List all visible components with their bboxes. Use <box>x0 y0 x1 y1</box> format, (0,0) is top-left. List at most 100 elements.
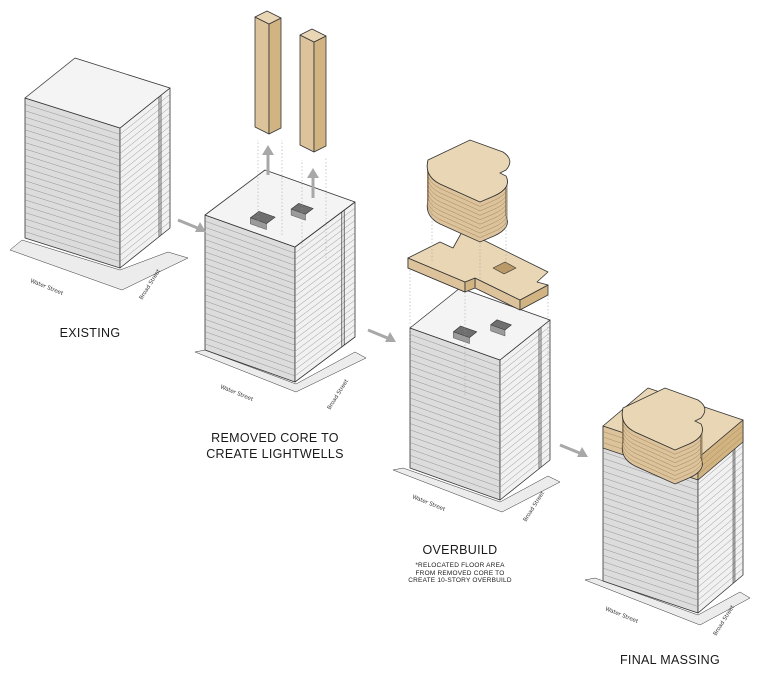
floor-line <box>204 251 296 285</box>
arrow-stage-3-to-4 <box>559 443 588 457</box>
ground-plate <box>392 467 561 513</box>
floor-line <box>119 183 171 224</box>
lightwell-hole-inner <box>250 217 267 230</box>
floor-line <box>499 326 551 367</box>
floor-line <box>697 465 744 504</box>
volume-top <box>426 139 511 203</box>
floor-line <box>294 214 356 260</box>
floor-line <box>499 370 551 412</box>
core-side <box>313 35 327 153</box>
floor-line <box>602 529 699 562</box>
floor-line <box>119 106 171 148</box>
floor-line <box>294 220 356 266</box>
floor-line <box>697 510 744 549</box>
roof <box>204 169 356 248</box>
floor-line <box>119 113 171 154</box>
arrow-head <box>307 168 319 178</box>
floor-line <box>119 202 171 243</box>
floor-line <box>499 408 551 450</box>
floor-line <box>294 330 356 377</box>
arrow-head <box>195 222 206 232</box>
arrow-up-core-1 <box>262 145 274 175</box>
floor-line <box>24 212 121 243</box>
floor-line <box>294 257 356 303</box>
floor-line <box>204 239 296 272</box>
floor-line <box>409 385 501 418</box>
note-line3: CREATE 10-STORY OVERBUILD <box>408 577 512 584</box>
floor-line <box>24 225 121 256</box>
floor-line <box>24 174 121 205</box>
floor-line <box>119 138 171 180</box>
label-removed-line2: CREATE LIGHTWELLS <box>206 447 344 461</box>
floor-line <box>697 497 744 536</box>
removed-core-bar-2 <box>299 28 327 153</box>
floor-line <box>697 561 744 601</box>
floor-line <box>294 226 356 272</box>
street-label-water-4: Water Street <box>604 606 639 625</box>
floor-line <box>204 325 296 358</box>
floor-line <box>24 180 121 211</box>
floor-line <box>697 484 744 523</box>
floor-line <box>499 389 551 431</box>
floor-line <box>697 452 744 491</box>
label-removed-line1: REMOVED CORE TO <box>211 431 339 445</box>
floor-line <box>204 337 296 370</box>
floor-line <box>409 340 501 373</box>
floor-line <box>499 358 551 399</box>
arrow-shaft <box>177 218 201 231</box>
floor-line <box>24 193 121 224</box>
floor-line <box>499 428 551 469</box>
floor-line <box>294 306 356 352</box>
floor-line <box>294 269 356 315</box>
floor-line <box>204 220 296 254</box>
floor-line <box>119 94 171 135</box>
floor-line <box>24 231 121 262</box>
floor-line <box>24 148 121 180</box>
label-existing: EXISTING <box>59 326 121 340</box>
removed-core-bar-1 <box>254 10 282 135</box>
floor-line <box>24 142 121 173</box>
floor-line <box>119 132 171 173</box>
floor-line <box>602 516 699 549</box>
floor-line <box>409 346 501 380</box>
floor-line <box>119 164 171 205</box>
floor-line <box>24 104 121 135</box>
floor-line <box>119 145 171 186</box>
final-top-volume <box>621 387 706 485</box>
floor-line <box>602 509 699 543</box>
floor-line <box>602 458 699 491</box>
floor-line <box>24 129 121 161</box>
floor-line <box>24 161 121 192</box>
floor-line <box>499 447 551 488</box>
floor-line <box>119 119 171 160</box>
floor-line <box>602 490 699 523</box>
lightwell-hole-inner <box>290 208 306 221</box>
floor-line <box>409 378 501 412</box>
floor-line <box>409 397 501 431</box>
core-front <box>254 16 270 135</box>
floor-line <box>409 416 501 450</box>
floor-line <box>499 332 551 373</box>
floor-line <box>499 421 551 462</box>
floor-line <box>24 135 121 167</box>
floor-line <box>294 263 356 309</box>
top-volume-floor-line <box>622 437 703 480</box>
floor-line <box>294 312 356 358</box>
floor-line <box>697 523 744 562</box>
floor-line <box>294 275 356 321</box>
arrow-stage-2-to-3 <box>367 328 396 342</box>
floor-line <box>602 483 699 517</box>
band-floor-line <box>697 430 744 470</box>
floor-line <box>294 293 356 340</box>
floor-line <box>409 461 501 494</box>
floor-line <box>119 176 171 218</box>
floor-line <box>204 245 296 278</box>
floor-line <box>602 535 699 569</box>
label-overbuild-note: *RELOCATED FLOOR AREA FROM REMOVED CORE … <box>390 562 530 585</box>
ground-plate <box>9 239 189 291</box>
floor-line <box>204 257 296 291</box>
floor-line <box>409 391 501 424</box>
floor-line <box>697 536 744 575</box>
floor-line <box>204 282 296 315</box>
